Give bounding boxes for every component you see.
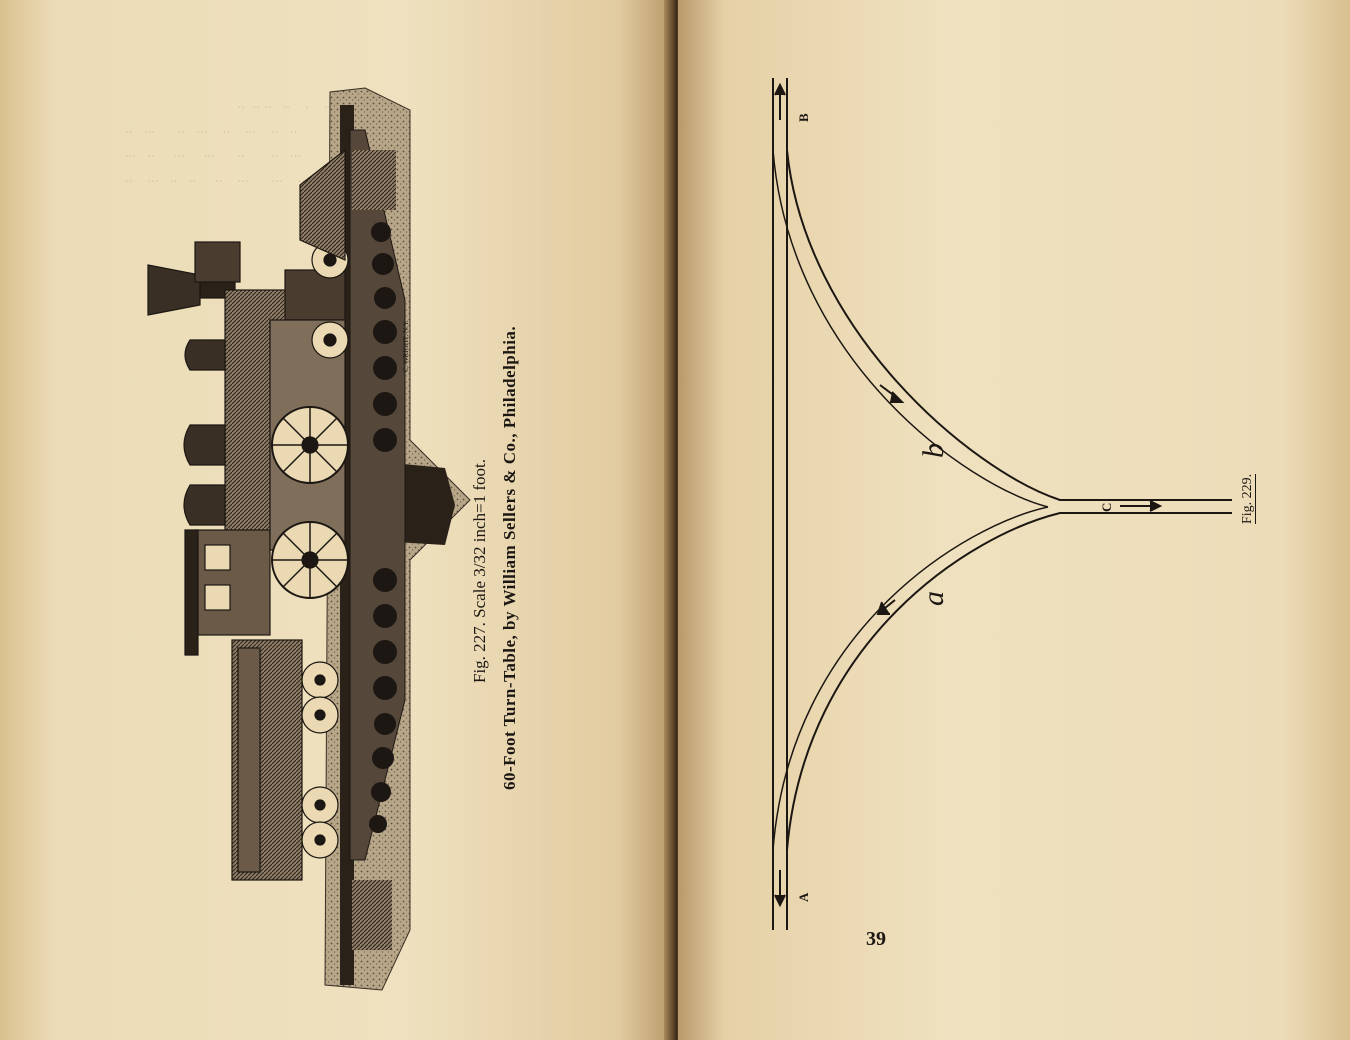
- curve-b-outer: [786, 149, 1232, 501]
- dome-2: [183, 424, 226, 466]
- dome-1: [184, 339, 226, 371]
- figure-229-label: Fig. 229.: [1240, 473, 1256, 524]
- engraver-mark: C. WRIGHT, N.Y.: [402, 320, 410, 372]
- figure-title-maker: William Sellers & Co., Philadelphia.: [500, 325, 519, 607]
- figure-227-caption: Fig. 227. Scale 3/32 inch=1 foot.: [470, 459, 489, 683]
- curve-a-outer: [786, 512, 1232, 851]
- label-B: B: [796, 113, 811, 122]
- figure-title-prefix: 60-Foot Turn-Table, by: [500, 606, 519, 790]
- arrow-curve-b: [879, 384, 905, 403]
- page-number: 39: [866, 928, 886, 950]
- arrow-curve-a: [876, 599, 896, 615]
- direction-arrows: [774, 82, 1163, 908]
- arrow-bottom: [774, 870, 786, 908]
- smokestack: [147, 264, 201, 316]
- dome-3: [183, 484, 226, 526]
- label-C: C: [1099, 502, 1114, 512]
- label-A: A: [796, 892, 811, 902]
- figure-227-title: 60-Foot Turn-Table, by William Sellers &…: [500, 326, 520, 790]
- curve-b-inner: [772, 149, 1049, 508]
- arrow-top: [774, 82, 786, 120]
- label-b: b: [917, 443, 950, 458]
- locomotive: [147, 148, 349, 656]
- headlight: [194, 241, 241, 283]
- girder-holes: [369, 191, 397, 833]
- wye-track-diagram: [772, 78, 1232, 930]
- tender: [231, 639, 339, 881]
- pilot: [299, 148, 346, 261]
- label-a: a: [917, 591, 950, 606]
- girder-end-top: [352, 150, 396, 210]
- arrow-stem: [1120, 500, 1163, 512]
- curve-a-inner: [772, 506, 1049, 851]
- figure-229-text: Fig. 229.: [1240, 473, 1256, 524]
- girder-end-bottom: [352, 880, 392, 950]
- girder-web: [349, 129, 406, 861]
